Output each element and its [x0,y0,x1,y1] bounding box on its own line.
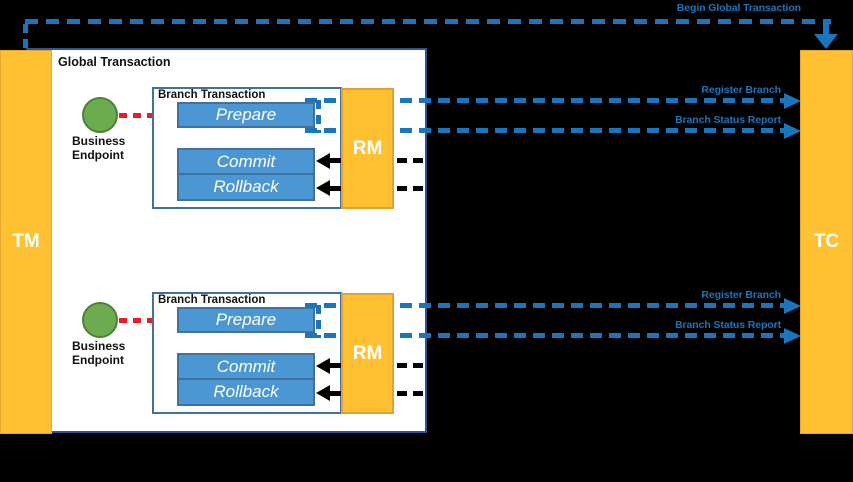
resource-manager-box: RM [341,293,394,414]
commit-arrow-shaft [329,363,342,368]
begin-global-transaction-line [25,19,831,24]
prepare-connector-line [316,305,321,338]
commit-box: Commit [177,148,315,175]
branch-transaction-group-1: Business Endpoint Branch Transaction Reg… [0,84,853,227]
business-endpoint-label: Business Endpoint [72,134,126,162]
business-endpoint-label-line2: Endpoint [72,147,124,162]
prepare-connector-line [316,100,321,133]
branch-transaction-label: Branch Transaction [158,89,266,101]
register-branch-arrowhead-icon [784,298,801,314]
rollback-arrow-line [397,186,425,191]
begin-global-transaction-label: Begin Global Transaction [676,2,801,14]
business-endpoint-node [82,97,118,133]
branch-status-report-label: Branch Status Report [675,319,781,331]
business-endpoint-node [82,302,118,338]
business-endpoint-label-line1: Business [72,339,126,353]
invoke-arrow-line [119,318,157,323]
register-branch-label: Register Branch [701,84,781,96]
begin-arrow-shaft [823,22,829,35]
commit-arrowhead-icon [316,358,330,374]
rollback-arrow-shaft [329,391,342,396]
register-branch-line [305,98,784,103]
rollback-box: Rollback [177,378,315,406]
branch-status-report-line [305,128,784,133]
transaction-coordinator-bar: TC [800,50,853,434]
business-endpoint-label-line1: Business [72,134,126,148]
rollback-arrowhead-icon [316,180,330,196]
register-branch-arrowhead-icon [784,93,801,109]
branch-status-report-arrowhead-icon [784,328,801,344]
branch-status-report-arrowhead-icon [784,123,801,139]
commit-arrow-line [397,158,425,163]
commit-arrow-shaft [329,158,342,163]
branch-transaction-label: Branch Transaction [158,294,266,306]
invoke-arrow-line [119,113,157,118]
global-transaction-label: Global Transaction [58,55,171,69]
rollback-arrow-line [397,391,425,396]
branch-status-report-label: Branch Status Report [675,114,781,126]
branch-status-report-line [305,333,784,338]
transaction-manager-bar: TM [0,50,52,434]
business-endpoint-label-line2: Endpoint [72,352,124,367]
commit-arrow-line [397,363,425,368]
register-branch-line [305,303,784,308]
prepare-box: Prepare [177,307,315,333]
commit-box: Commit [177,353,315,380]
register-branch-label: Register Branch [701,289,781,301]
prepare-box: Prepare [177,102,315,128]
begin-arrowhead-down-icon [814,34,838,49]
resource-manager-box: RM [341,88,394,209]
rollback-box: Rollback [177,173,315,201]
begin-line-elbow-icon [23,24,28,50]
rollback-arrow-shaft [329,186,342,191]
commit-arrowhead-icon [316,153,330,169]
branch-transaction-group-2: Business Endpoint Branch Transaction Reg… [0,289,853,432]
rollback-arrowhead-icon [316,385,330,401]
business-endpoint-label: Business Endpoint [72,339,126,367]
